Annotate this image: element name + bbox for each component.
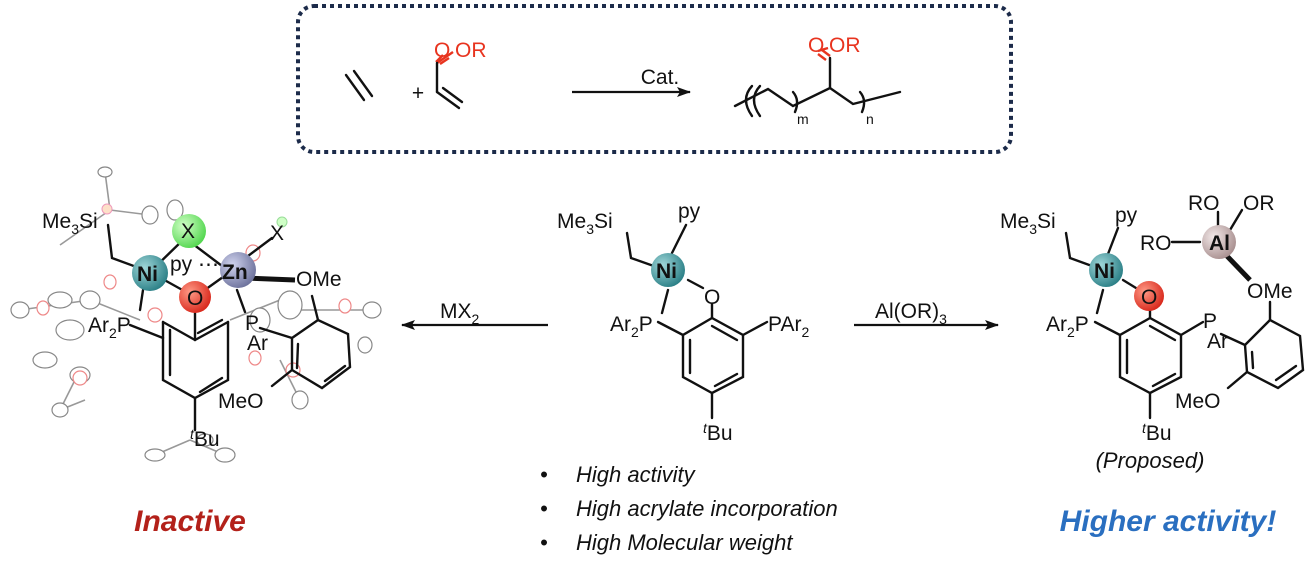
- left-ar-label: Ar: [247, 332, 268, 355]
- nickel-atom: [132, 255, 168, 291]
- right-tbu-label: tBu: [1142, 420, 1172, 445]
- right-or-top-label: OR: [1243, 192, 1275, 215]
- left-x-bridging-label: X: [181, 220, 195, 243]
- inactive-caption: Inactive: [134, 505, 246, 538]
- left-zn-label: Zn: [222, 261, 248, 284]
- aluminum-adduct-structure: Me3Si py Ni O RO OR RO Al OMe Ar2P P Ar …: [1000, 192, 1305, 473]
- catalyst-properties-list: • High activity • High acrylate incorpor…: [540, 462, 838, 555]
- property-item: High activity: [576, 462, 697, 487]
- right-ar-label: Ar: [1207, 330, 1228, 353]
- center-o-label: O: [704, 286, 720, 309]
- mx2-reagent-label: MX2: [440, 300, 480, 327]
- left-x-terminal-label: X: [270, 222, 284, 245]
- aluminum-alkoxide-reagent-label: Al(OR)3: [875, 300, 947, 327]
- center-ni-label: Ni: [656, 260, 677, 283]
- subscript-n: n: [866, 111, 874, 127]
- right-me3si-label: Me3Si: [1000, 210, 1056, 237]
- catalyst-label: Cat.: [641, 66, 680, 89]
- zinc-atom: [220, 252, 256, 288]
- center-py-label: py: [678, 200, 701, 223]
- right-ni-label: Ni: [1094, 260, 1115, 283]
- polymer-ester-or: OR: [829, 34, 861, 57]
- right-al-label: Al: [1209, 232, 1230, 255]
- right-ro-left-label: RO: [1140, 232, 1172, 255]
- left-ome-label: OMe: [296, 268, 342, 291]
- left-o-label: O: [187, 287, 203, 310]
- property-bullet: •: [540, 462, 548, 487]
- copolymerization-box: + O OR Cat. O OR m n: [296, 4, 1013, 154]
- property-bullet: •: [540, 496, 548, 521]
- zinc-adduct-crystal-structure: Me3Si X X Ni py ⋯ Zn O OMe Ar2P P Ar MeO…: [10, 166, 382, 463]
- center-nickel-atom: [651, 253, 685, 287]
- acrylate-structure: O OR: [434, 39, 487, 110]
- left-me3si-label: Me3Si: [42, 210, 98, 237]
- left-p-label: P: [245, 312, 259, 335]
- left-meo-label: MeO: [218, 390, 264, 413]
- right-phenoxide-oxygen-atom: [1134, 281, 1164, 311]
- left-tbu-label: tBu: [190, 426, 220, 451]
- center-tbu-label: tBu: [703, 420, 733, 445]
- property-item: High Molecular weight: [576, 530, 793, 555]
- right-nickel-atom: [1089, 253, 1123, 287]
- property-bullet: •: [540, 530, 548, 555]
- proposed-note: (Proposed): [1096, 448, 1205, 473]
- dotted-border: [296, 4, 1013, 154]
- ethylene-structure: [344, 69, 374, 102]
- plus-sign: +: [412, 82, 424, 105]
- right-ome-label: OMe: [1247, 280, 1293, 303]
- aluminum-atom: [1202, 225, 1236, 259]
- left-ni-label: Ni: [137, 263, 158, 286]
- acrylate-ester-or: OR: [455, 39, 487, 62]
- right-meo-label: MeO: [1175, 390, 1221, 413]
- copolymer-structure: O OR m n: [733, 34, 902, 127]
- center-ar2p-label: Ar2P: [610, 313, 653, 340]
- bridging-halide-atom: [172, 214, 206, 248]
- higher-activity-caption: Higher activity!: [1060, 505, 1277, 538]
- py-zn-dotted-interaction: ⋯: [198, 253, 219, 276]
- right-o-label: O: [1141, 286, 1157, 309]
- property-item: High acrylate incorporation: [576, 496, 838, 521]
- polymer-carbonyl-o: O: [808, 34, 824, 57]
- right-py-label: py: [1115, 204, 1138, 227]
- subscript-m: m: [797, 111, 809, 127]
- right-ro-top-label: RO: [1188, 192, 1220, 215]
- nickel-catalyst-structure: Me3Si py Ni O Ar2P PAr2 tBu: [557, 200, 809, 445]
- right-p-label: P: [1203, 310, 1217, 333]
- center-me3si-label: Me3Si: [557, 210, 613, 237]
- center-par2-label: PAr2: [768, 313, 809, 340]
- left-py-label: py: [170, 253, 193, 276]
- right-ar2p-label: Ar2P: [1046, 313, 1089, 340]
- phenoxide-oxygen-atom: [179, 281, 211, 313]
- left-ar2p-label: Ar2P: [88, 314, 131, 341]
